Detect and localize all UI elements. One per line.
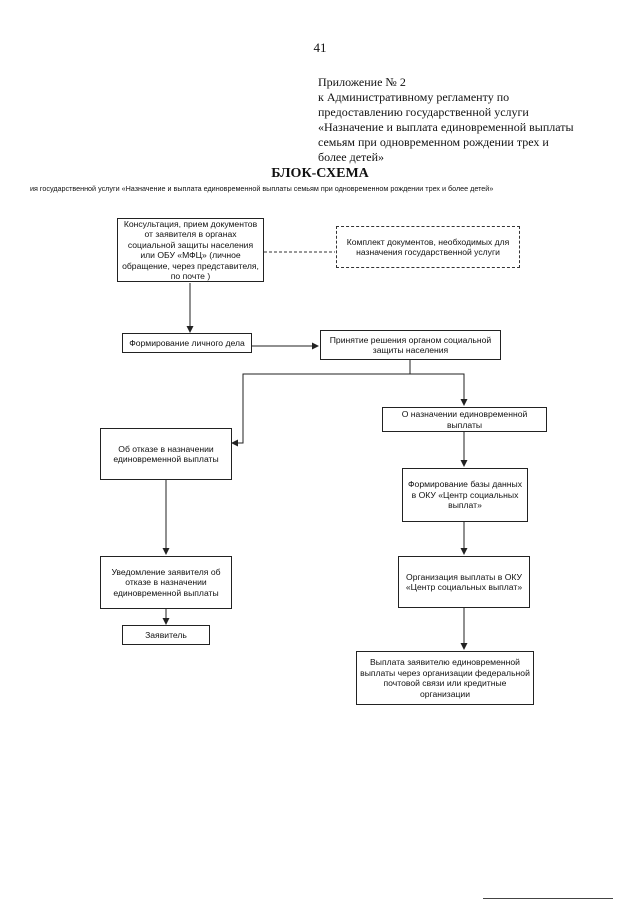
node-label: Формирование личного дела: [129, 337, 245, 348]
node-personal-file: Формирование личного дела: [122, 333, 252, 353]
node-documents-set: Комплект документов, необходимых для наз…: [336, 226, 520, 268]
appendix-line: семьям при одновременном рождении трех и: [318, 135, 549, 149]
node-applicant: Заявитель: [122, 625, 210, 645]
node-refusal: Об отказе в назначении единовременной вы…: [100, 428, 232, 480]
connector-decision-assignment: [410, 373, 468, 406]
node-label: Принятие решения органом социальной защи…: [329, 334, 492, 356]
node-label: Об отказе в назначении единовременной вы…: [113, 443, 219, 465]
node-label: О назначении единовременной выплаты: [401, 409, 528, 430]
appendix-line: более детей»: [318, 150, 385, 164]
node-decision: Принятие решения органом социальной защи…: [320, 330, 501, 360]
node-consultation: Консультация, прием документов от заявит…: [117, 218, 264, 282]
appendix-line: Приложение № 2: [318, 75, 406, 89]
node-label: Организация выплаты в ОКУ «Центр социаль…: [405, 571, 523, 593]
node-label: Уведомление заявителя об отказе в назнач…: [111, 566, 221, 598]
node-assignment: О назначении единовременной выплаты: [382, 407, 547, 432]
diagram-title: БЛОК-СХЕМА: [271, 166, 369, 181]
footer-rule: [483, 898, 613, 899]
node-notification: Уведомление заявителя об отказе в назнач…: [100, 556, 232, 609]
node-label: Выплата заявителю единовременной выплаты…: [360, 657, 530, 699]
node-payout: Выплата заявителю единовременной выплаты…: [356, 651, 534, 705]
node-payment-organization: Организация выплаты в ОКУ «Центр социаль…: [398, 556, 530, 608]
node-label: Формирование базы данных в ОКУ «Центр со…: [408, 479, 522, 511]
appendix-line: предоставлению государственной услуги: [318, 105, 529, 119]
connector-decision-refusal: [231, 360, 411, 447]
appendix-header: Приложение № 2 к Административному регла…: [318, 75, 618, 165]
appendix-line: к Административному регламенту по: [318, 90, 510, 104]
page-number: 41: [313, 40, 327, 55]
node-label: Консультация, прием документов от заявит…: [122, 218, 259, 282]
appendix-line: «Назначение и выплата единовременной вып…: [318, 120, 574, 134]
diagram-subtitle: ия государственной услуги «Назначение и …: [30, 184, 494, 193]
node-label: Заявитель: [145, 629, 187, 640]
node-label: Комплект документов, необходимых для наз…: [346, 236, 510, 258]
node-database: Формирование базы данных в ОКУ «Центр со…: [402, 468, 528, 522]
